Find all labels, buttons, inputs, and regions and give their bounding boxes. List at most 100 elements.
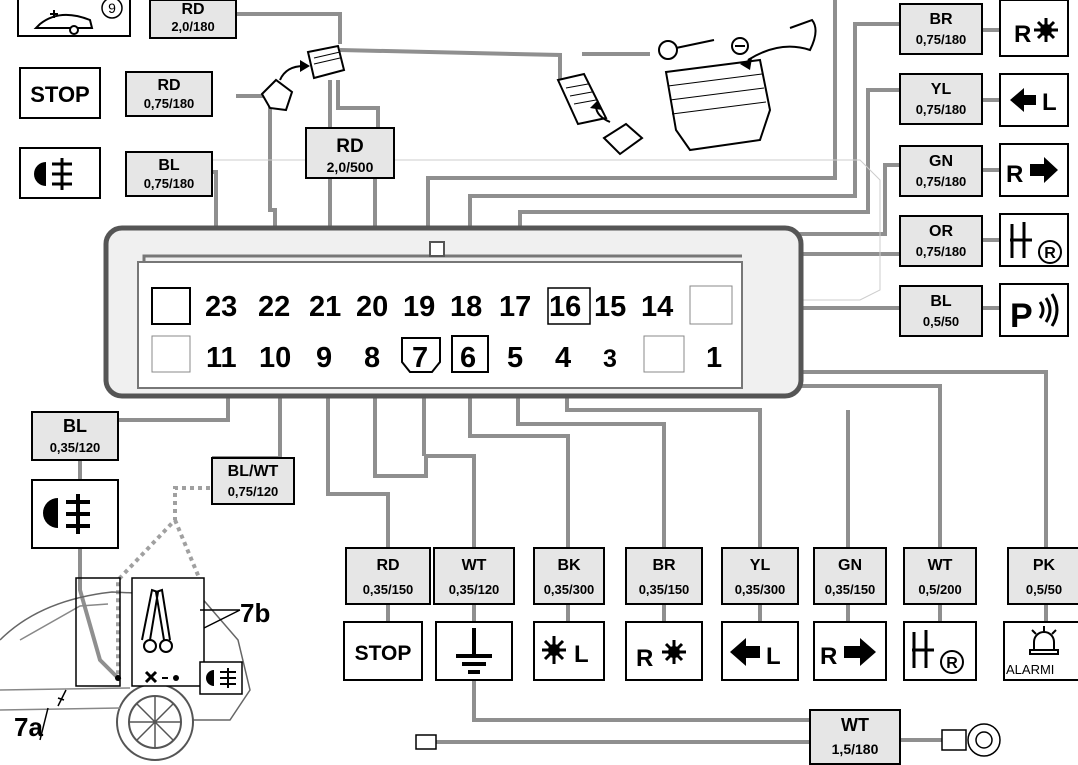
svg-text:YL: YL: [750, 557, 771, 574]
pin-8: 8: [364, 342, 380, 374]
svg-text:WT: WT: [462, 557, 487, 574]
pin-9: 9: [316, 342, 332, 374]
svg-text:R: R: [820, 643, 837, 670]
svg-text:0,75/120: 0,75/120: [228, 484, 279, 499]
wire-label-bottom-gn: GN 0,35/150: [813, 547, 887, 605]
pin-16: 16: [549, 291, 581, 323]
wire-label-bottom-wt2: WT 0,5/200: [903, 547, 977, 605]
svg-text:0,35/150: 0,35/150: [639, 582, 690, 597]
svg-text:R: R: [636, 645, 653, 672]
svg-text:R: R: [1014, 21, 1031, 48]
svg-text:BR: BR: [652, 557, 676, 574]
car-rear-illustration: [0, 577, 251, 761]
svg-text:2,0/180: 2,0/180: [171, 19, 214, 34]
svg-text:STOP: STOP: [355, 642, 412, 665]
fog-lamp-symbol-top: [19, 147, 101, 199]
svg-text:P: P: [1010, 297, 1033, 335]
svg-text:R: R: [946, 655, 958, 672]
svg-text:0,75/180: 0,75/180: [916, 244, 967, 259]
right-indicator-symbol-bottom: R: [813, 621, 887, 681]
svg-text:OR: OR: [929, 223, 953, 240]
svg-text:RD: RD: [181, 1, 204, 18]
svg-text:RD: RD: [336, 136, 363, 157]
left-indicator-symbol-bottom: L: [721, 621, 799, 681]
svg-text:0,5/200: 0,5/200: [918, 582, 961, 597]
stop-symbol-bottom: STOP: [343, 621, 423, 681]
svg-text:0,35/150: 0,35/150: [363, 582, 414, 597]
pin-4: 4: [555, 342, 571, 374]
fuse-plug-illustration: [556, 72, 644, 156]
svg-text:R: R: [1006, 161, 1023, 188]
wire-label-fog-bl: BL 0,75/180: [125, 151, 213, 197]
svg-text:BL: BL: [158, 157, 180, 174]
wire-label-pin10-blwt: BL/WT 0,75/120: [211, 457, 295, 505]
svg-text:L: L: [574, 641, 589, 668]
callout-7a: 7a: [14, 712, 43, 742]
pin-14: 14: [641, 291, 673, 323]
wire-label-r-br: BR 0,75/180: [899, 3, 983, 55]
svg-text:0,35/120: 0,35/120: [449, 582, 500, 597]
svg-text:PK: PK: [1033, 557, 1056, 574]
callout-7b: 7b: [240, 598, 270, 628]
battery-illustration: [582, 18, 817, 152]
wire-label-pin11-bl: BL 0,35/120: [31, 411, 119, 461]
svg-text:BR: BR: [929, 11, 953, 28]
rear-right-indicator-symbol: R: [999, 0, 1069, 57]
pin-10: 10: [259, 342, 291, 374]
pin-row-bottom: 11 10 9 8 7 6 5 4 3 1: [151, 335, 722, 374]
svg-text:0,35/300: 0,35/300: [544, 582, 595, 597]
wire-label-bottom-pk: PK 0,5/50: [1007, 547, 1078, 605]
svg-text:GN: GN: [929, 153, 953, 170]
svg-text:WT: WT: [841, 715, 869, 735]
pin-21: 21: [309, 291, 341, 323]
svg-text:L: L: [1042, 89, 1057, 116]
svg-text:R: R: [1044, 245, 1056, 262]
wire-label-l-yl: YL 0,75/180: [899, 73, 983, 125]
svg-text:BK: BK: [557, 557, 581, 574]
svg-text:0,75/180: 0,75/180: [916, 174, 967, 189]
pin-5: 5: [507, 342, 523, 374]
reverse-gear-symbol-bottom: R: [903, 621, 977, 681]
stop-symbol-top: STOP: [19, 67, 101, 119]
svg-text:0,75/180: 0,75/180: [916, 32, 967, 47]
relay-plug-illustration: [260, 44, 346, 112]
wire-label-bottom-rd: RD 0,35/150: [345, 547, 431, 605]
pin-17: 17: [499, 291, 531, 323]
pin-15: 15: [594, 291, 626, 323]
svg-text:1,5/180: 1,5/180: [832, 741, 879, 757]
wire-label-park-bl: BL 0,5/50: [899, 285, 983, 337]
pin-18: 18: [450, 291, 482, 323]
left-fog-symbol-bottom: L: [533, 621, 605, 681]
svg-text:YL: YL: [931, 81, 952, 98]
pin-row-top: 23 22 21 20 19 18 17 16 15 14: [151, 285, 733, 325]
svg-text:GN: GN: [838, 557, 862, 574]
pin-22: 22: [258, 291, 290, 323]
svg-text:0,5/50: 0,5/50: [1026, 582, 1062, 597]
svg-text:0,35/150: 0,35/150: [825, 582, 876, 597]
pin-23: 23: [205, 291, 237, 323]
right-indicator-symbol: R: [999, 143, 1069, 197]
svg-text:0,35/300: 0,35/300: [735, 582, 786, 597]
pin-3: 3: [603, 345, 617, 373]
pin-1: 1: [706, 342, 722, 374]
svg-text:WT: WT: [928, 557, 953, 574]
svg-text:RD: RD: [376, 557, 399, 574]
pin-7: 7: [412, 342, 428, 374]
svg-text:0,75/180: 0,75/180: [144, 176, 195, 191]
wire-label-top-rd: RD 2,0/180: [149, 0, 237, 39]
left-indicator-symbol: L: [999, 73, 1069, 127]
svg-text:STOP: STOP: [30, 82, 90, 107]
svg-text:0,75/180: 0,75/180: [916, 102, 967, 117]
caravan-symbol: 9: [17, 0, 131, 37]
svg-text:BL/WT: BL/WT: [228, 463, 279, 480]
pin-19: 19: [403, 291, 435, 323]
wire-label-rev-or: OR 0,75/180: [899, 215, 983, 267]
pin-11: 11: [206, 342, 237, 374]
wire-label-bottom-wt: WT 0,35/120: [433, 547, 515, 605]
wire-label-rd-500: RD 2,0/500: [305, 127, 395, 179]
reverse-gear-symbol: R: [999, 213, 1069, 267]
pin-20: 20: [356, 291, 388, 323]
svg-text:ALARMI: ALARMI: [1006, 662, 1054, 677]
svg-text:2,0/500: 2,0/500: [327, 159, 374, 175]
fog-lamp-symbol-left: [31, 479, 119, 549]
